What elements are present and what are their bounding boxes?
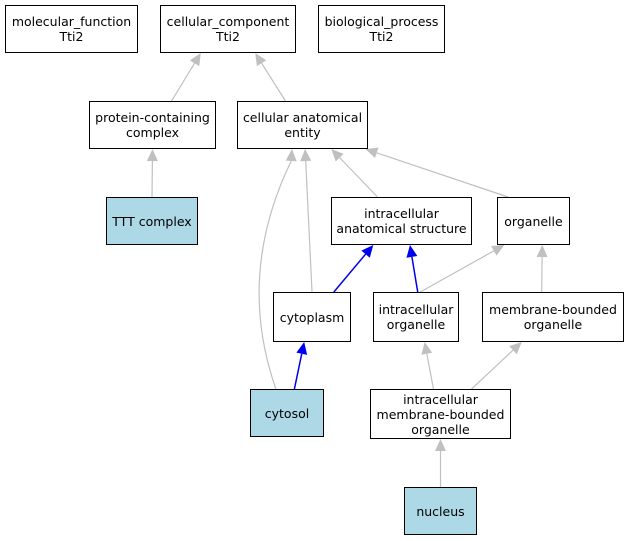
edge-csl-to-cyt (293, 353, 303, 390)
node-organelle[interactable]: organelle (497, 197, 570, 245)
arrowhead-cyt-to-ias (361, 245, 374, 258)
node-intracellular-organelle[interactable]: intracellular organelle (373, 292, 459, 342)
edge-ias-to-cae (339, 157, 378, 198)
edge-io-to-org (420, 250, 495, 293)
node-ttt-complex[interactable]: TTT complex (106, 197, 198, 245)
edge-cyt-to-cae (305, 160, 313, 293)
node-intracellular-membrane-bounded-organelle[interactable]: intracellular membrane-bounded organelle (370, 389, 511, 439)
node-protein-containing-complex[interactable]: protein-containing complex (89, 101, 216, 149)
node-cellular-component[interactable]: cellular_component Tti2 (160, 5, 296, 53)
edge-pcc-to-cc (171, 62, 196, 102)
node-biological-process[interactable]: biological_process Tti2 (318, 5, 445, 53)
node-intracellular-anatomical-structure[interactable]: intracellular anatomical structure (331, 197, 472, 245)
node-cytoplasm[interactable]: cytoplasm (273, 292, 351, 342)
arrowhead-mbo-to-org (536, 245, 548, 258)
node-molecular-function[interactable]: molecular_function Tti2 (5, 5, 138, 53)
edge-io-to-ias (411, 256, 419, 293)
arrowhead-ttt-to-pcc (146, 149, 158, 162)
edge-imbo-to-io (426, 353, 435, 390)
node-nucleus[interactable]: nucleus (404, 487, 477, 535)
arrowhead-imbo-to-mbo (509, 342, 522, 355)
arrowhead-csl-to-cyt (296, 342, 308, 355)
edge-cae-to-cc (261, 62, 286, 102)
arrowhead-io-to-org (491, 245, 505, 256)
arrowhead-pcc-to-cc (189, 53, 201, 67)
node-cellular-anatomical-entity[interactable]: cellular anatomical entity (237, 101, 368, 149)
arrowhead-cae-to-cc (255, 53, 267, 67)
arrowhead-nuc-to-imbo (435, 439, 446, 451)
arrowhead-io-to-ias (406, 245, 418, 258)
node-cytosol[interactable]: cytosol (250, 389, 324, 437)
arrowhead-csl-to-cae (285, 149, 297, 162)
edge-org-to-cae (376, 152, 509, 198)
edge-imbo-to-mbo (471, 349, 514, 390)
edge-cyt-to-ias (333, 253, 367, 293)
edge-csl-to-cae (258, 160, 292, 390)
arrowhead-ias-to-cae (331, 149, 344, 162)
arrowhead-cyt-to-cae (300, 149, 312, 162)
arrowhead-org-to-cae (365, 147, 379, 159)
node-membrane-bounded-organelle[interactable]: membrane-bounded organelle (482, 292, 624, 342)
arrowhead-imbo-to-io (421, 342, 433, 355)
